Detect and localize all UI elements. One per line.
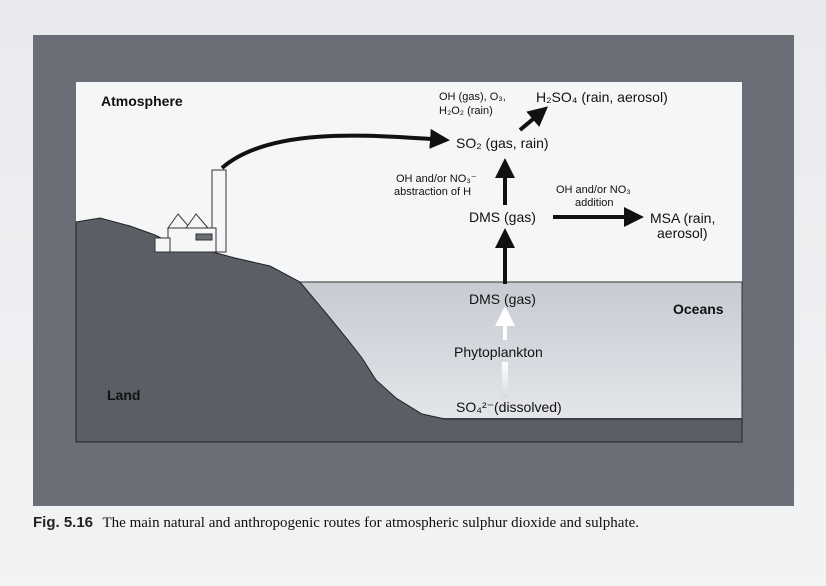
so2-to-h2so4-arrow	[518, 106, 549, 132]
emission-arrow	[220, 128, 450, 170]
abstraction-label-2: abstraction of H	[394, 186, 472, 198]
sulfate-to-phytoplankton-arrow	[502, 362, 508, 398]
phytoplankton-node: Phytoplankton	[454, 344, 543, 360]
msa-node-2: aerosol)	[657, 225, 708, 241]
land-label: Land	[107, 387, 141, 403]
oxidants-label-2: H₂O₂ (rain)	[439, 105, 493, 117]
dms-gas-air-node: DMS (gas)	[469, 209, 536, 225]
figure-number: Fig. 5.16	[33, 514, 94, 531]
addition-label-2: addition	[575, 197, 614, 209]
dms-gas-ocean-node: DMS (gas)	[469, 291, 536, 307]
sulfate-node: SO₄²⁻(dissolved)	[456, 399, 562, 415]
so2-node: SO₂ (gas, rain)	[456, 135, 549, 151]
oceans-label: Oceans	[673, 301, 724, 317]
msa-node: MSA (rain,	[650, 210, 716, 226]
land-mass	[75, 217, 743, 443]
caption-text: The main natural and anthropogenic route…	[102, 515, 640, 531]
h2so4-node: H₂SO₄ (rain, aerosol)	[536, 89, 668, 105]
figure-caption: Fig. 5.16 The main natural and anthropog…	[33, 514, 639, 532]
oxidants-label: OH (gas), O₃,	[439, 91, 506, 103]
abstraction-label: OH and/or NO₃⁻	[396, 173, 477, 185]
atmosphere-label: Atmosphere	[101, 93, 183, 109]
addition-label: OH and/or NO₃	[556, 184, 631, 196]
factory-icon	[154, 169, 227, 253]
